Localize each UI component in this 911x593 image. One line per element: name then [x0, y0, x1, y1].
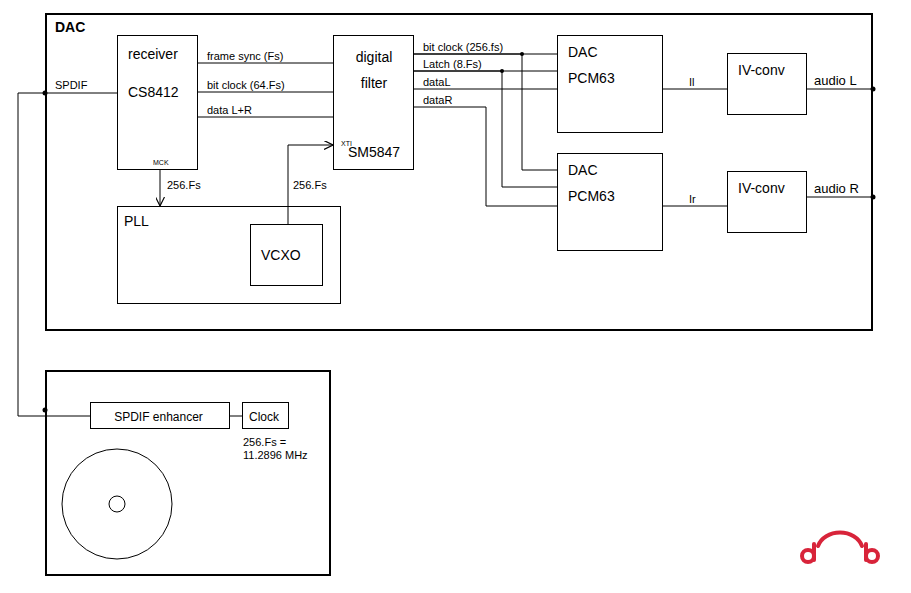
signal-name: 256.Fs: [292, 179, 328, 191]
block-title: PLL: [124, 213, 149, 229]
pin-name: XTI: [340, 139, 353, 148]
clock-note: 256.Fs = 11.2896 MHz: [242, 436, 318, 462]
signal-name: dataL: [422, 76, 452, 88]
block-box: digital filterSM5847: [333, 35, 414, 170]
signal-wire: [18, 93, 117, 416]
signal-wire: [414, 89, 557, 90]
signal-name: Latch (8.Fs): [422, 58, 483, 70]
signal-name: SPDIF: [54, 79, 88, 91]
block-box: IV-conv: [727, 53, 807, 115]
block-box: SPDIF enhancer: [90, 402, 230, 429]
logo: [802, 533, 878, 562]
block-box: VCXO PLL: [117, 206, 341, 304]
signal-wire: [663, 206, 727, 207]
signal-wire: [160, 170, 161, 206]
signal-wire: [663, 89, 727, 90]
signal-name: dataR: [422, 94, 453, 106]
signal-wire: [414, 107, 557, 206]
signal-name: 256.Fs: [166, 179, 202, 191]
block-box: DAC PCM63: [557, 35, 663, 133]
part-number: PCM63: [568, 188, 615, 204]
pin-name: MCK: [152, 158, 170, 167]
output-wire: [807, 197, 873, 198]
output-wire: [807, 89, 873, 90]
block-box: VCXO: [250, 224, 323, 286]
block-box: DAC PCM63: [557, 153, 663, 251]
signal-name: Il: [688, 76, 696, 88]
block-title: Clock: [249, 409, 279, 425]
signal-name: frame sync (Fs): [206, 50, 284, 62]
block-title: SPDIF enhancer: [91, 409, 226, 425]
disc: [62, 449, 172, 559]
signal-wire: [288, 145, 333, 224]
signal-wire: [198, 63, 333, 64]
signal-wire: [230, 416, 242, 417]
block-box: receiverCS8412: [117, 35, 198, 170]
block-box: IV-conv: [727, 171, 807, 233]
signal-name: Ir: [688, 193, 697, 205]
signal-name: data L+R: [206, 104, 253, 116]
block-title: DAC: [568, 44, 598, 60]
block-box: Clock: [242, 402, 289, 429]
block-title: VCXO: [261, 247, 301, 263]
block-title: IV-conv: [738, 62, 785, 78]
block-title: DAC: [55, 19, 85, 35]
block-title: digital filter: [342, 44, 406, 96]
block-title: DAC: [568, 162, 598, 178]
output-name: audio L: [813, 73, 858, 88]
part-number: CS8412: [128, 84, 179, 100]
signal-wire: [198, 117, 333, 118]
block-title: IV-conv: [738, 180, 785, 196]
output-name: audio R: [813, 181, 860, 196]
signal-name: bit clock (256.fs): [422, 41, 504, 53]
housing-box: SPDIF enhancer Clock: [45, 370, 331, 576]
disc-hole: [109, 496, 125, 512]
block-title: receiver: [128, 46, 178, 62]
signal-name: bit clock (64.Fs): [206, 79, 286, 91]
signal-wire: [198, 92, 333, 93]
part-number: PCM63: [568, 70, 615, 86]
